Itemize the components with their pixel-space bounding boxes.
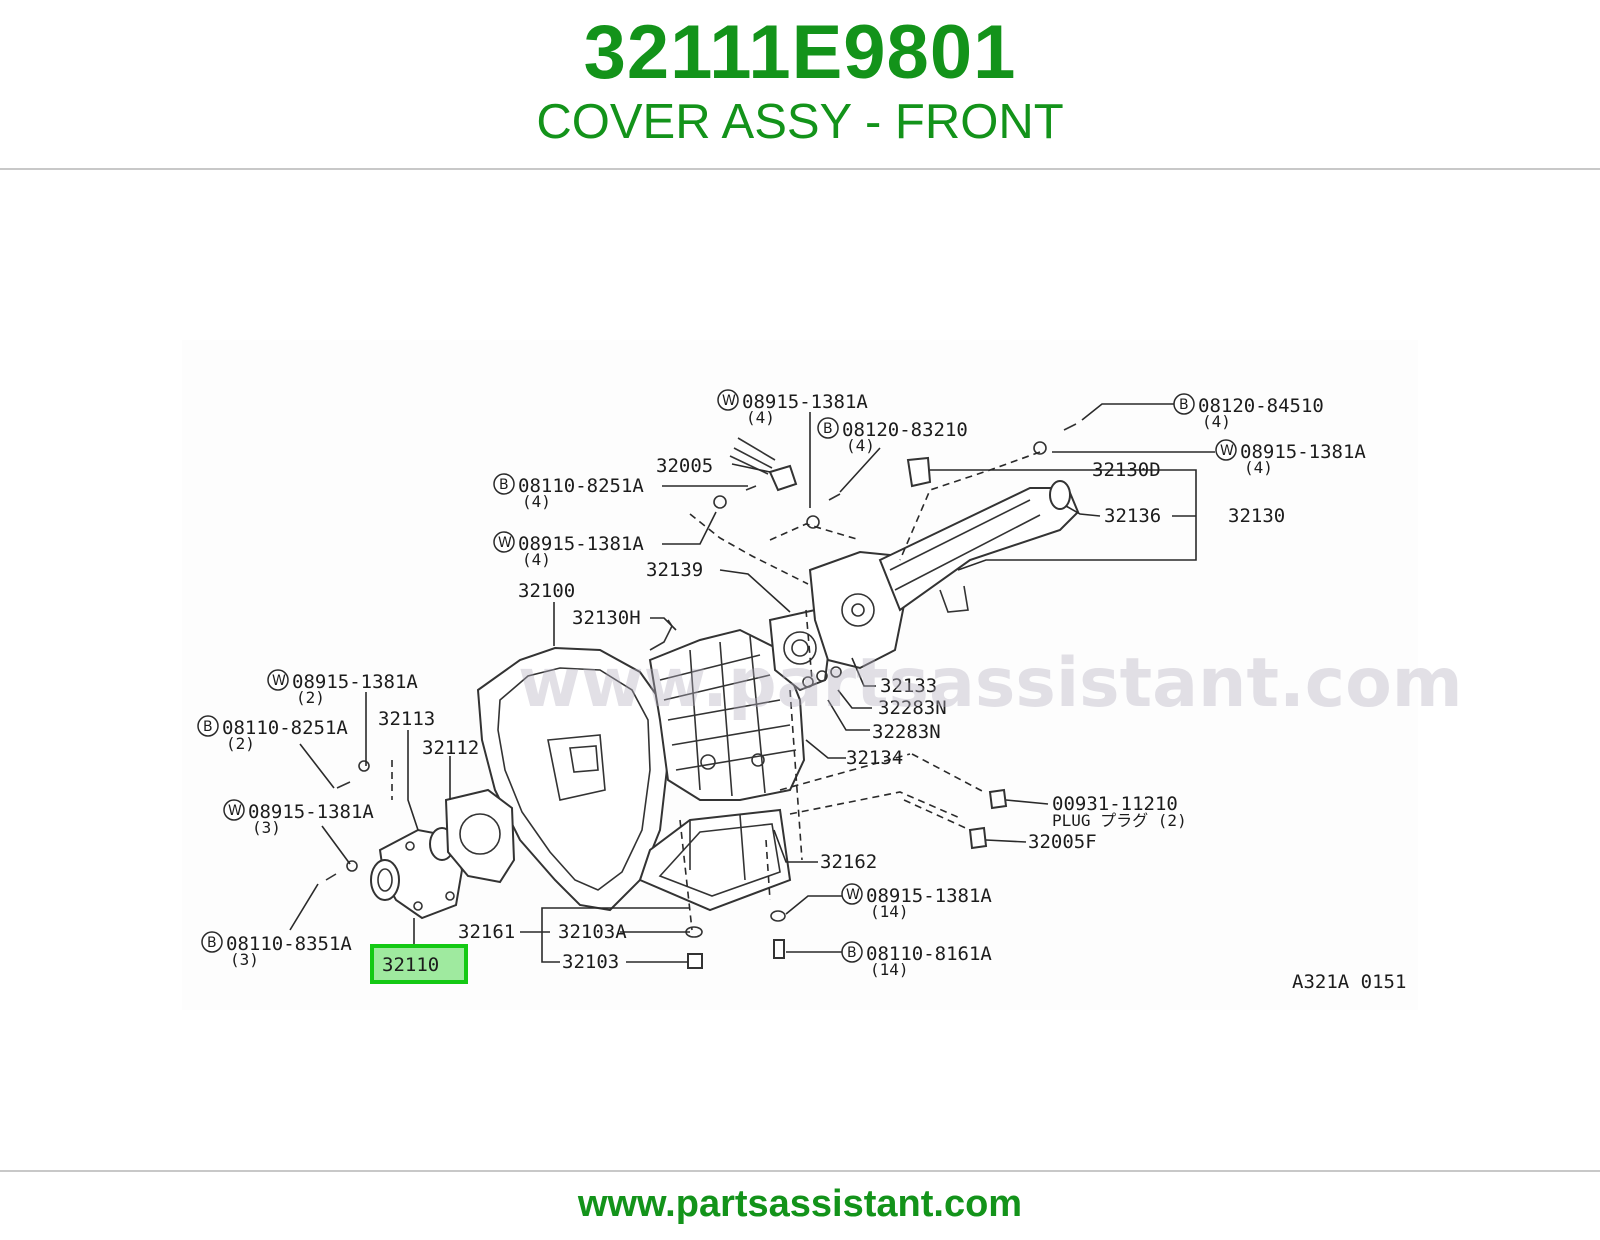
fastener-5-circle <box>493 531 515 553</box>
fastener-3-circle <box>1215 439 1237 461</box>
fastener-0-number: 08915-1381A <box>742 391 868 413</box>
fastener-7-number: 08110-8251A <box>222 717 348 739</box>
part-number-title: 32111E9801 <box>583 10 1017 95</box>
fastener-9-number: 08110-8351A <box>226 933 352 955</box>
fastener-5-number: 08915-1381A <box>518 533 644 555</box>
fastener-11-number: 08110-8161A <box>866 943 992 965</box>
fastener-2-number: 08120-84510 <box>1198 395 1324 417</box>
fastener-4-circle <box>493 473 515 495</box>
leader-lines <box>289 403 1215 963</box>
label-32139: 32139 <box>646 559 703 581</box>
label-32103: 32103 <box>562 951 619 973</box>
label-32161: 32161 <box>458 921 515 943</box>
fastener-3-qty: (4) <box>1244 458 1273 477</box>
page-header: 32111E9801 COVER ASSY - FRONT <box>0 0 1600 168</box>
label-32005F: 32005F <box>1028 831 1097 853</box>
fastener-7-circle <box>197 715 219 737</box>
highlight-box-32110 <box>370 944 468 984</box>
label-32283N-b: 32283N <box>872 721 941 743</box>
label-32133: 32133 <box>880 675 937 697</box>
fastener-0-prefix: W <box>722 393 736 409</box>
fastener-7-prefix: B <box>203 719 213 735</box>
fastener-6-qty: (2) <box>296 688 325 707</box>
fastener-1-prefix: B <box>823 421 833 437</box>
fastener-0-circle <box>717 389 739 411</box>
label-32100: 32100 <box>518 580 575 602</box>
fastener-6-number: 08915-1381A <box>292 671 418 693</box>
fastener-0-qty: (4) <box>746 408 775 427</box>
label-32113: 32113 <box>378 708 435 730</box>
fastener-labels: W 08915-1381A (4) B 08120-83210 (4) B 08… <box>197 389 1366 979</box>
transmission-drawing <box>325 423 1080 969</box>
fastener-5-prefix: W <box>498 535 512 551</box>
label-32130D: 32130D <box>1092 459 1161 481</box>
label-32136: 32136 <box>1104 505 1161 527</box>
fastener-1-circle <box>817 417 839 439</box>
fastener-3-prefix: W <box>1220 443 1234 459</box>
fastener-4-number: 08110-8251A <box>518 475 644 497</box>
label-32162: 32162 <box>820 851 877 873</box>
label-32283N-a: 32283N <box>878 697 947 719</box>
fastener-10-qty: (14) <box>870 902 909 921</box>
fastener-1-qty: (4) <box>846 436 875 455</box>
watermark: www.partsassistant.com <box>518 644 1463 723</box>
footer-url[interactable]: www.partsassistant.com <box>577 1183 1023 1225</box>
fastener-6-circle <box>267 669 289 691</box>
fastener-10-number: 08915-1381A <box>866 885 992 907</box>
fastener-4-prefix: B <box>499 477 509 493</box>
fastener-11-prefix: B <box>847 945 857 961</box>
footer-divider <box>0 1170 1600 1172</box>
fastener-2-circle <box>1173 393 1195 415</box>
fastener-9-qty: (3) <box>230 950 259 969</box>
label-00931-11210: 00931-11210 <box>1052 793 1178 815</box>
fastener-9-prefix: B <box>207 935 217 951</box>
label-32112: 32112 <box>422 737 479 759</box>
fastener-4-qty: (4) <box>522 492 551 511</box>
fastener-1-number: 08120-83210 <box>842 419 968 441</box>
fastener-10-prefix: W <box>846 887 860 903</box>
figure-code: A321A 0151 <box>1292 971 1406 993</box>
label-32103A: 32103A <box>558 921 627 943</box>
fastener-8-qty: (3) <box>252 818 281 837</box>
label-32130: 32130 <box>1228 505 1285 527</box>
fastener-8-prefix: W <box>228 803 242 819</box>
fastener-11-qty: (14) <box>870 960 909 979</box>
label-32110-highlighted: 32110 <box>382 954 439 976</box>
header-divider <box>0 168 1600 170</box>
fastener-9-circle <box>201 931 223 953</box>
fastener-11-circle <box>841 941 863 963</box>
label-plug: PLUG プラグ (2) <box>1052 811 1187 830</box>
label-32134: 32134 <box>846 747 903 769</box>
fastener-8-number: 08915-1381A <box>248 801 374 823</box>
fastener-3-number: 08915-1381A <box>1240 441 1366 463</box>
fastener-8-circle <box>223 799 245 821</box>
fastener-6-prefix: W <box>272 673 286 689</box>
fastener-7-qty: (2) <box>226 734 255 753</box>
label-32130H: 32130H <box>572 607 641 629</box>
part-labels: 32005 32100 32130H 32139 32130D 32136 32… <box>378 455 1285 973</box>
part-description: COVER ASSY - FRONT <box>536 95 1064 149</box>
fastener-5-qty: (4) <box>522 550 551 569</box>
fastener-2-qty: (4) <box>1202 412 1231 431</box>
fastener-10-circle <box>841 883 863 905</box>
fastener-2-prefix: B <box>1179 397 1189 413</box>
label-32005: 32005 <box>656 455 713 477</box>
